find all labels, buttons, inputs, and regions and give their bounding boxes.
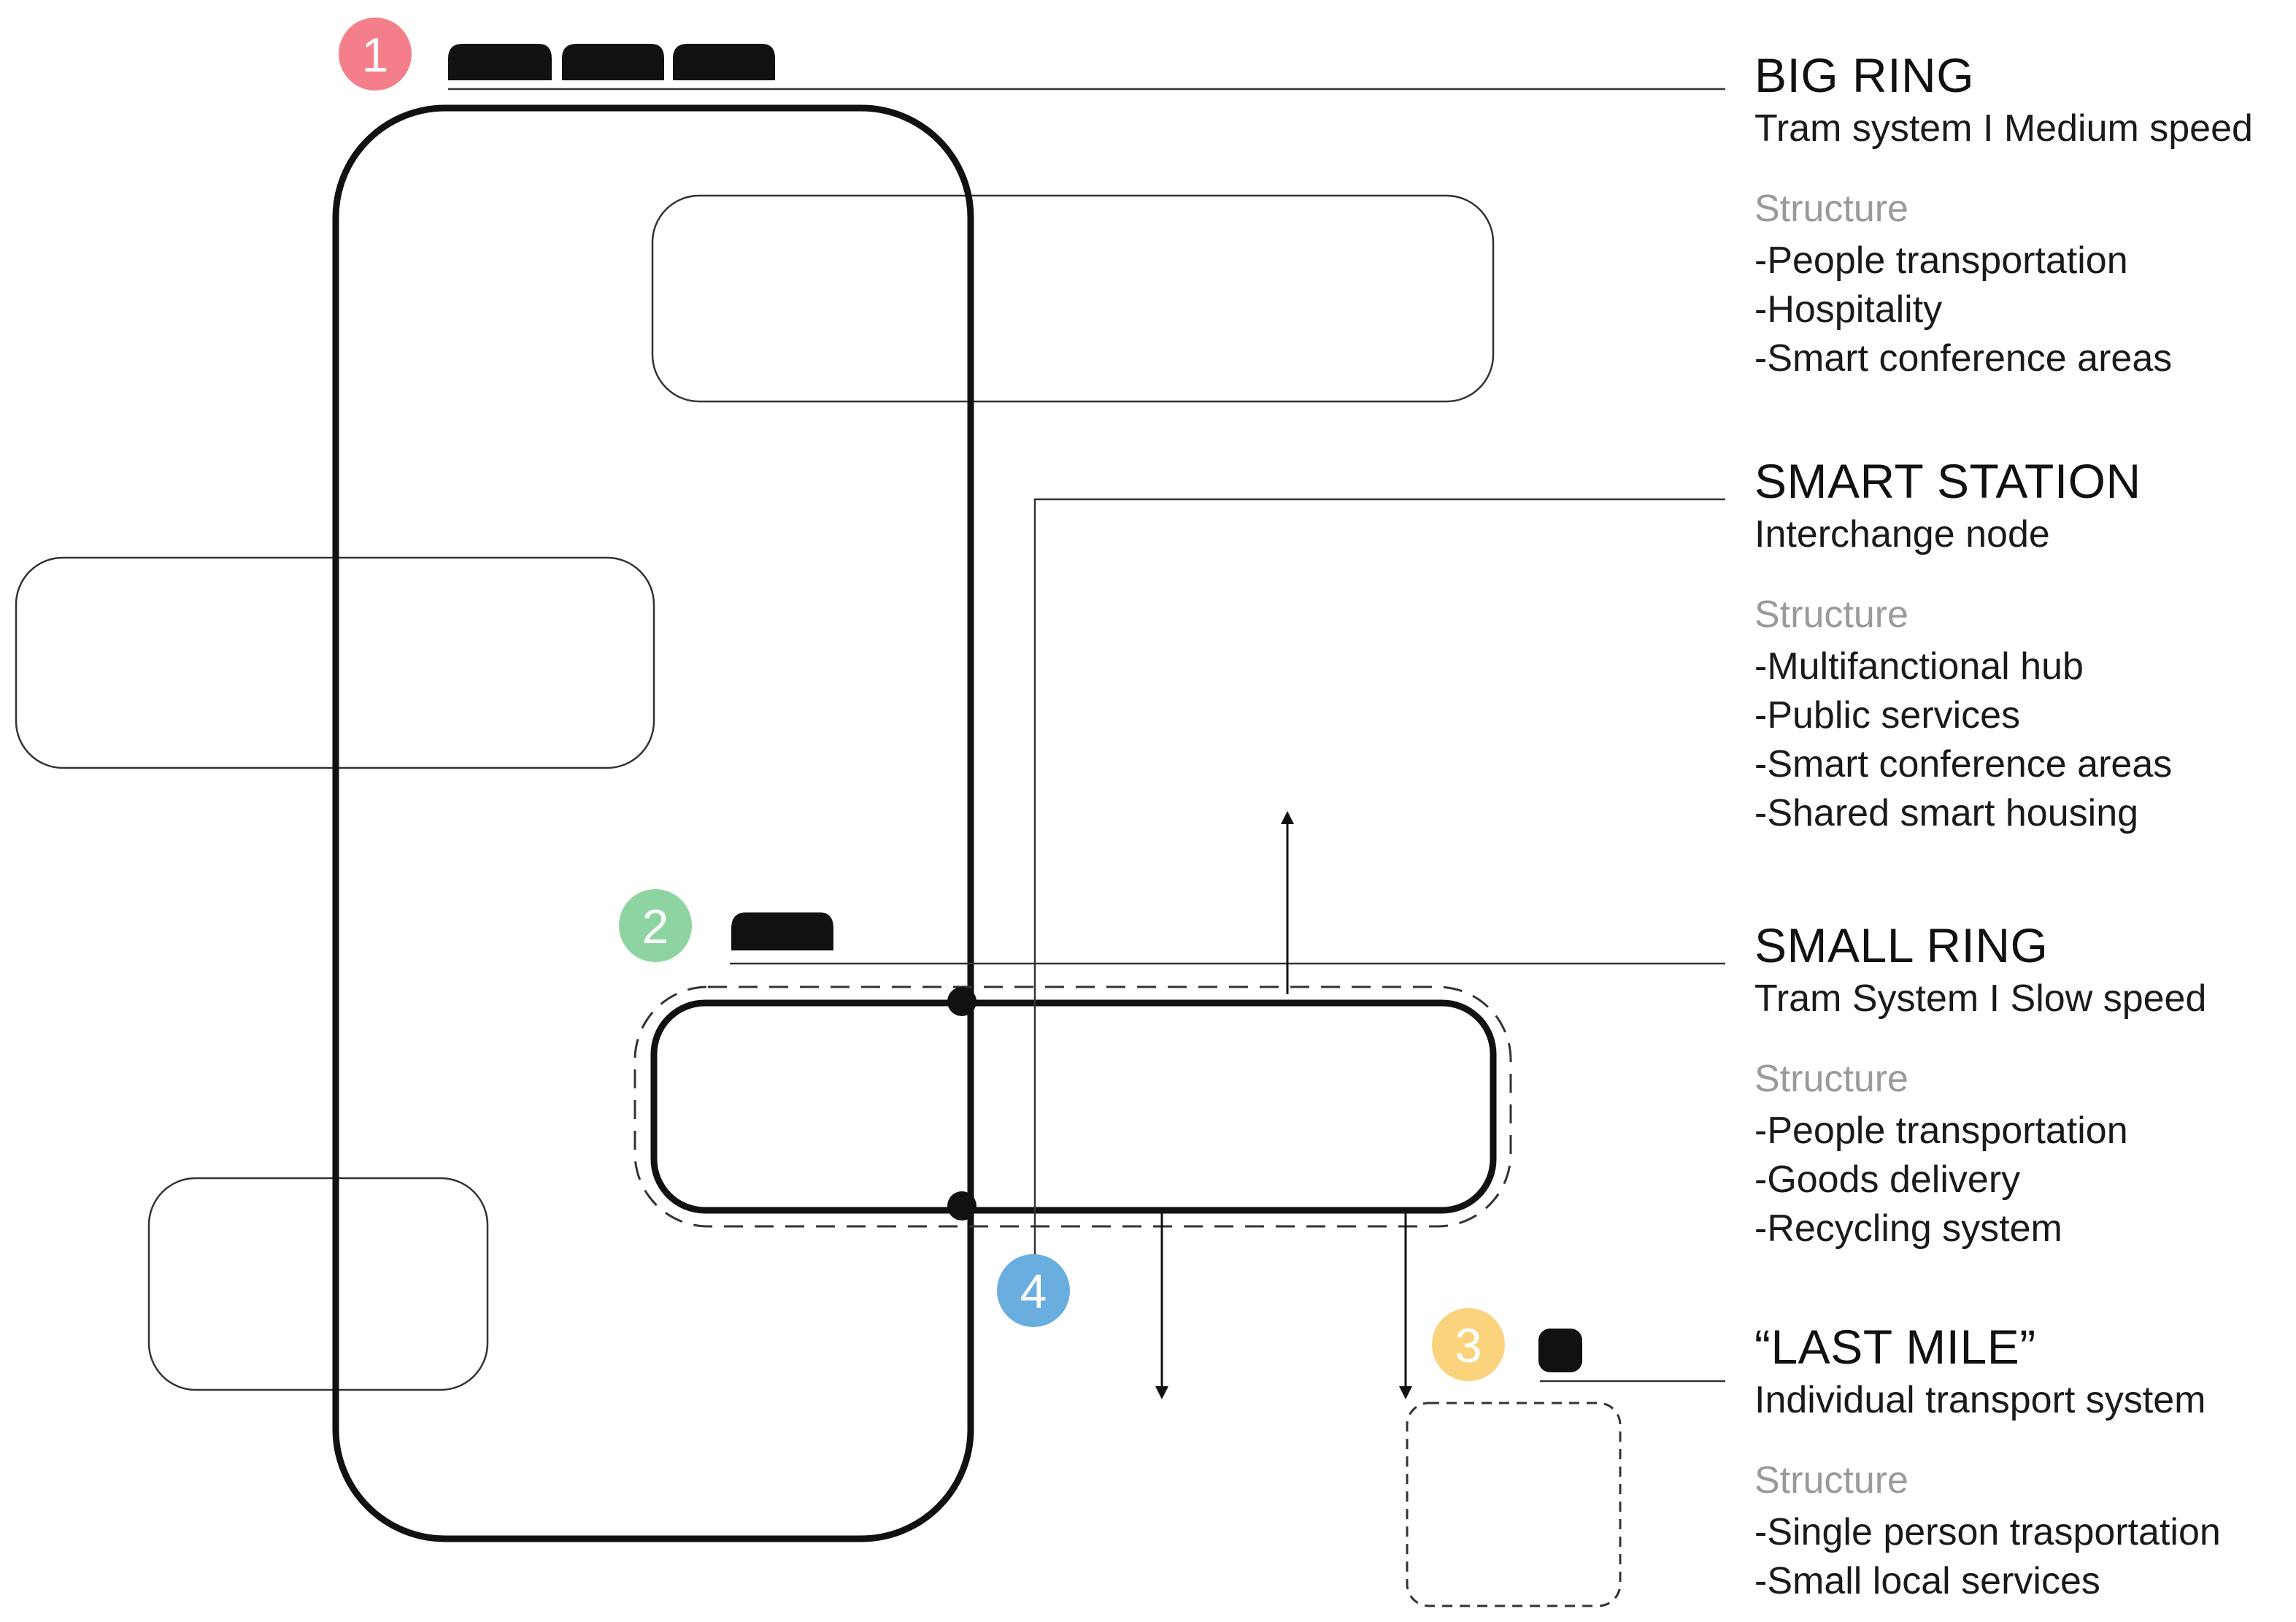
legend-big-ring: BIG RING Tram system I Medium speed Stru… — [1754, 51, 2253, 383]
tram-icon — [673, 44, 775, 80]
badge-2: 2 — [619, 889, 692, 962]
badge-2-number: 2 — [642, 899, 669, 953]
structure-label: Structure — [1754, 593, 1908, 636]
small-ring-loop — [650, 999, 1497, 1214]
district-area-bottom-left — [147, 1177, 489, 1391]
last-mile-area — [1406, 1402, 1622, 1607]
district-area-top — [651, 194, 1495, 403]
list-item: -Goods delivery — [1754, 1158, 2021, 1201]
badge-4-number: 4 — [1020, 1264, 1047, 1318]
structure-list: -People transportation -Goods delivery -… — [1754, 1107, 2206, 1253]
structure-label: Structure — [1754, 188, 1908, 230]
list-item: -Single person trasportation — [1754, 1511, 2221, 1553]
badge-2-circle — [619, 889, 692, 962]
tram-icon — [562, 44, 664, 80]
legend-small-ring: SMALL RING Tram System I Slow speed Stru… — [1754, 921, 2206, 1253]
small-tram-icon — [731, 912, 833, 950]
structure-label: Structure — [1754, 1058, 1908, 1100]
badge-4: 4 — [997, 1254, 1070, 1327]
leader-line-smart-station — [1033, 498, 1725, 1257]
legend-title: SMART STATION — [1754, 454, 2141, 508]
badge-1-circle — [339, 18, 412, 91]
structure-label: Structure — [1754, 1459, 1908, 1502]
legend-smart-station: SMART STATION Interchange node Structure… — [1754, 457, 2172, 838]
structure-list: -People transportation -Hospitality -Sma… — [1754, 237, 2253, 383]
interchange-node-bottom — [947, 1191, 976, 1221]
list-item: -Hospitality — [1754, 288, 1943, 331]
legend-subtitle: Interchange node — [1754, 513, 2050, 556]
pod-icon — [1538, 1329, 1582, 1372]
tram-icon — [448, 44, 552, 80]
list-item: -Public services — [1754, 694, 2021, 737]
badge-4-circle — [997, 1254, 1070, 1327]
interchange-node-top — [947, 987, 976, 1016]
structure-list: -Single person trasportation -Small loca… — [1754, 1508, 2221, 1606]
legend-title: BIG RING — [1754, 48, 1975, 102]
structure-list: -Multifanctional hub -Public services -S… — [1754, 642, 2172, 838]
legend-subtitle: Tram system I Medium speed — [1754, 107, 2253, 150]
list-item: -People transportation — [1754, 1110, 2128, 1152]
badge-3-number: 3 — [1455, 1318, 1482, 1372]
legend-title: “LAST MILE” — [1754, 1320, 2036, 1374]
big-ring-loop — [332, 104, 974, 1542]
list-item: -Small local services — [1754, 1560, 2100, 1602]
list-item: -People transportation — [1754, 239, 2128, 282]
badge-1: 1 — [339, 18, 412, 91]
legend-subtitle: Tram System I Slow speed — [1754, 977, 2207, 1020]
small-ring-halo — [633, 985, 1512, 1228]
badge-3: 3 — [1432, 1308, 1505, 1381]
legend-title: SMALL RING — [1754, 918, 2049, 972]
badge-1-number: 1 — [362, 28, 389, 82]
list-item: -Smart conference areas — [1754, 743, 2173, 785]
list-item: -Multifanctional hub — [1754, 645, 2084, 688]
list-item: -Recycling system — [1754, 1207, 2062, 1250]
legend-last-mile: “LAST MILE” Individual transport system … — [1754, 1323, 2221, 1606]
badge-3-circle — [1432, 1308, 1505, 1381]
list-item: -Smart conference areas — [1754, 337, 2173, 380]
list-item: -Shared smart housing — [1754, 792, 2139, 834]
legend-subtitle: Individual transport system — [1754, 1379, 2206, 1421]
